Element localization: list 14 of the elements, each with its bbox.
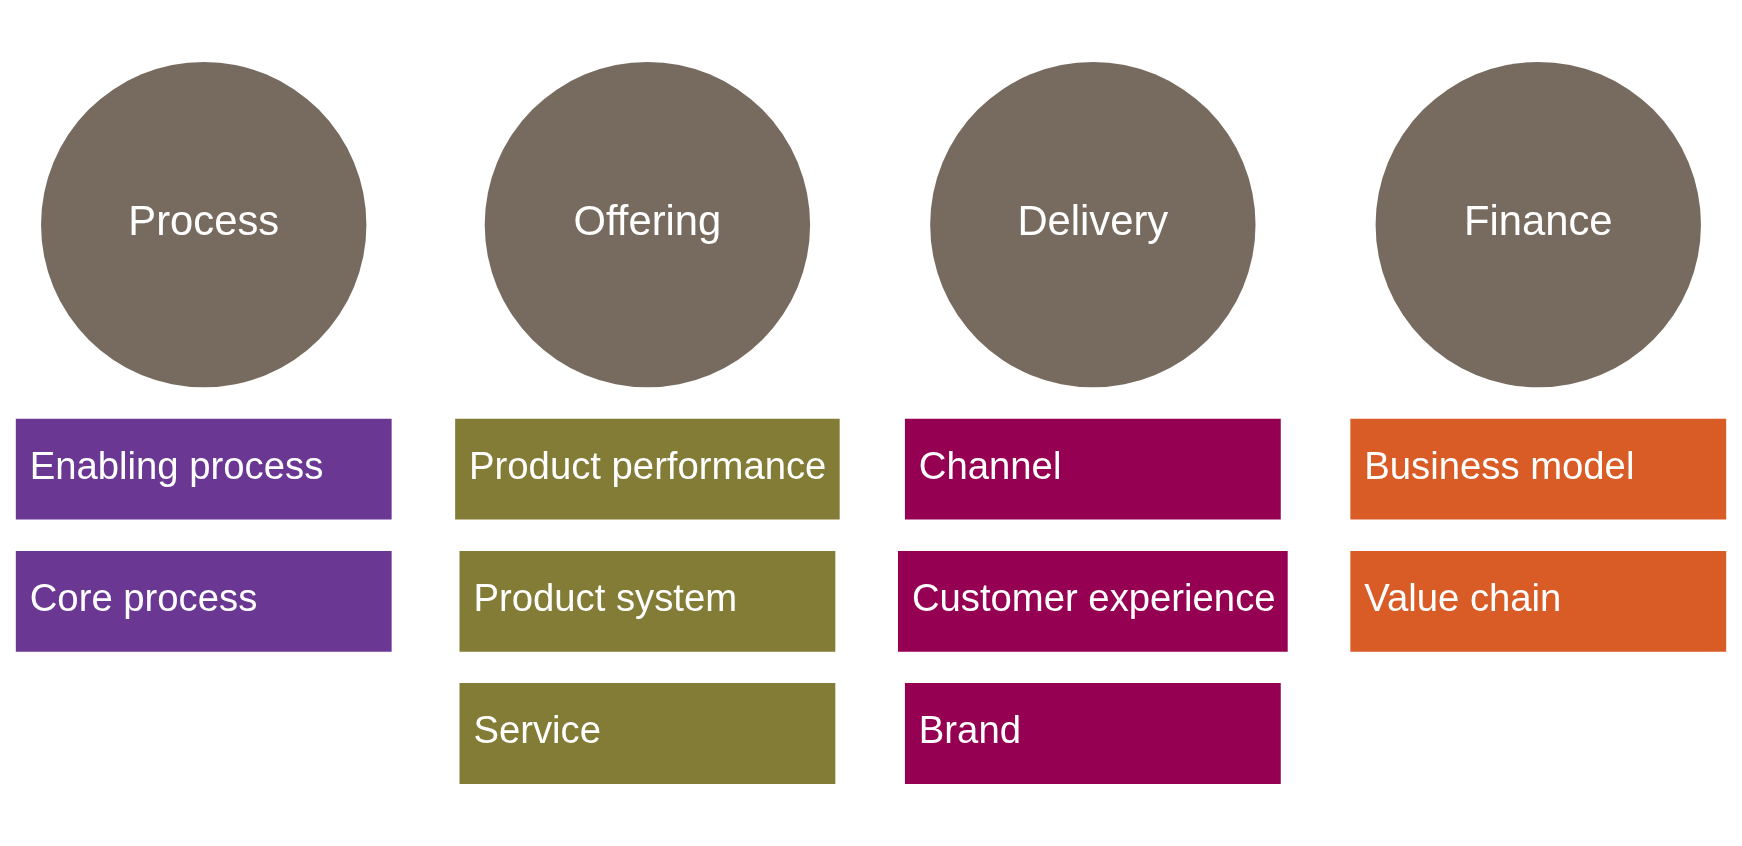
node-box: Enabling process — [15, 418, 392, 520]
node-circle: Delivery — [930, 61, 1256, 388]
node-box: Product system — [459, 550, 836, 652]
node-box: Product performance — [455, 418, 840, 520]
node-box: Brand — [904, 683, 1281, 785]
node-circle: Process — [41, 61, 367, 388]
node-box: Channel — [904, 418, 1281, 520]
node-box: Value chain — [1350, 550, 1727, 652]
node-circle: Offering — [484, 61, 811, 388]
node-box: Core process — [15, 550, 392, 652]
node-box: Service — [459, 683, 836, 785]
node-box: Customer experience — [897, 550, 1288, 652]
node-circle: Finance — [1375, 61, 1701, 388]
node-box: Business model — [1350, 418, 1727, 520]
